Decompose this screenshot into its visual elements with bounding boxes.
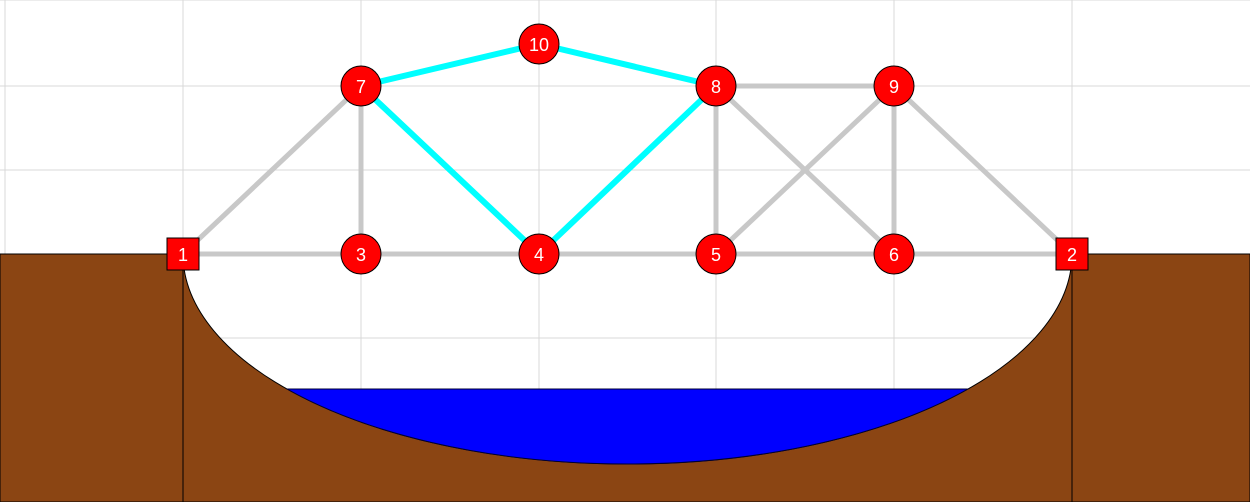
joint-marker: [518, 233, 560, 275]
node-label: 5: [711, 245, 721, 265]
joint-marker: [340, 65, 382, 107]
truss-members: [180, 41, 1075, 257]
river-water: [285, 388, 970, 465]
truss-member[interactable]: [180, 83, 364, 257]
node-label: 7: [356, 77, 366, 97]
node-label: 3: [356, 245, 366, 265]
joint-marker: [695, 233, 737, 275]
ground-right-bank: [1071, 253, 1250, 502]
support-2[interactable]: 2: [1055, 237, 1089, 271]
support-marker: [166, 237, 200, 271]
joint-8[interactable]: 8: [695, 65, 737, 107]
support-marker: [1055, 237, 1089, 271]
node-label: 2: [1067, 245, 1077, 265]
joint-9[interactable]: 9: [873, 65, 915, 107]
highlighted-member[interactable]: [536, 41, 719, 89]
joint-5[interactable]: 5: [695, 233, 737, 275]
node-label: 10: [529, 35, 549, 55]
truss-member[interactable]: [713, 83, 897, 257]
joint-6[interactable]: 6: [873, 233, 915, 275]
node-label: 1: [178, 245, 188, 265]
truss-member[interactable]: [891, 83, 1075, 257]
terrain: [0, 253, 1250, 502]
joint-marker: [340, 233, 382, 275]
joint-marker: [695, 65, 737, 107]
highlighted-member[interactable]: [358, 41, 542, 89]
highlighted-member[interactable]: [536, 83, 719, 257]
joint-4[interactable]: 4: [518, 233, 560, 275]
node-label: 8: [711, 77, 721, 97]
node-label: 9: [889, 77, 899, 97]
joint-marker: [873, 65, 915, 107]
node-label: 6: [889, 245, 899, 265]
joint-7[interactable]: 7: [340, 65, 382, 107]
joint-marker: [518, 23, 560, 65]
highlighted-member[interactable]: [358, 83, 542, 257]
joint-marker: [873, 233, 915, 275]
truss-nodes: 1 2 3 4 5 6 7 8 9 10: [166, 23, 1089, 275]
support-1[interactable]: 1: [166, 237, 200, 271]
joint-10[interactable]: 10: [518, 23, 560, 65]
node-label: 4: [534, 245, 544, 265]
joint-3[interactable]: 3: [340, 233, 382, 275]
ground-left-bank: [0, 253, 184, 502]
